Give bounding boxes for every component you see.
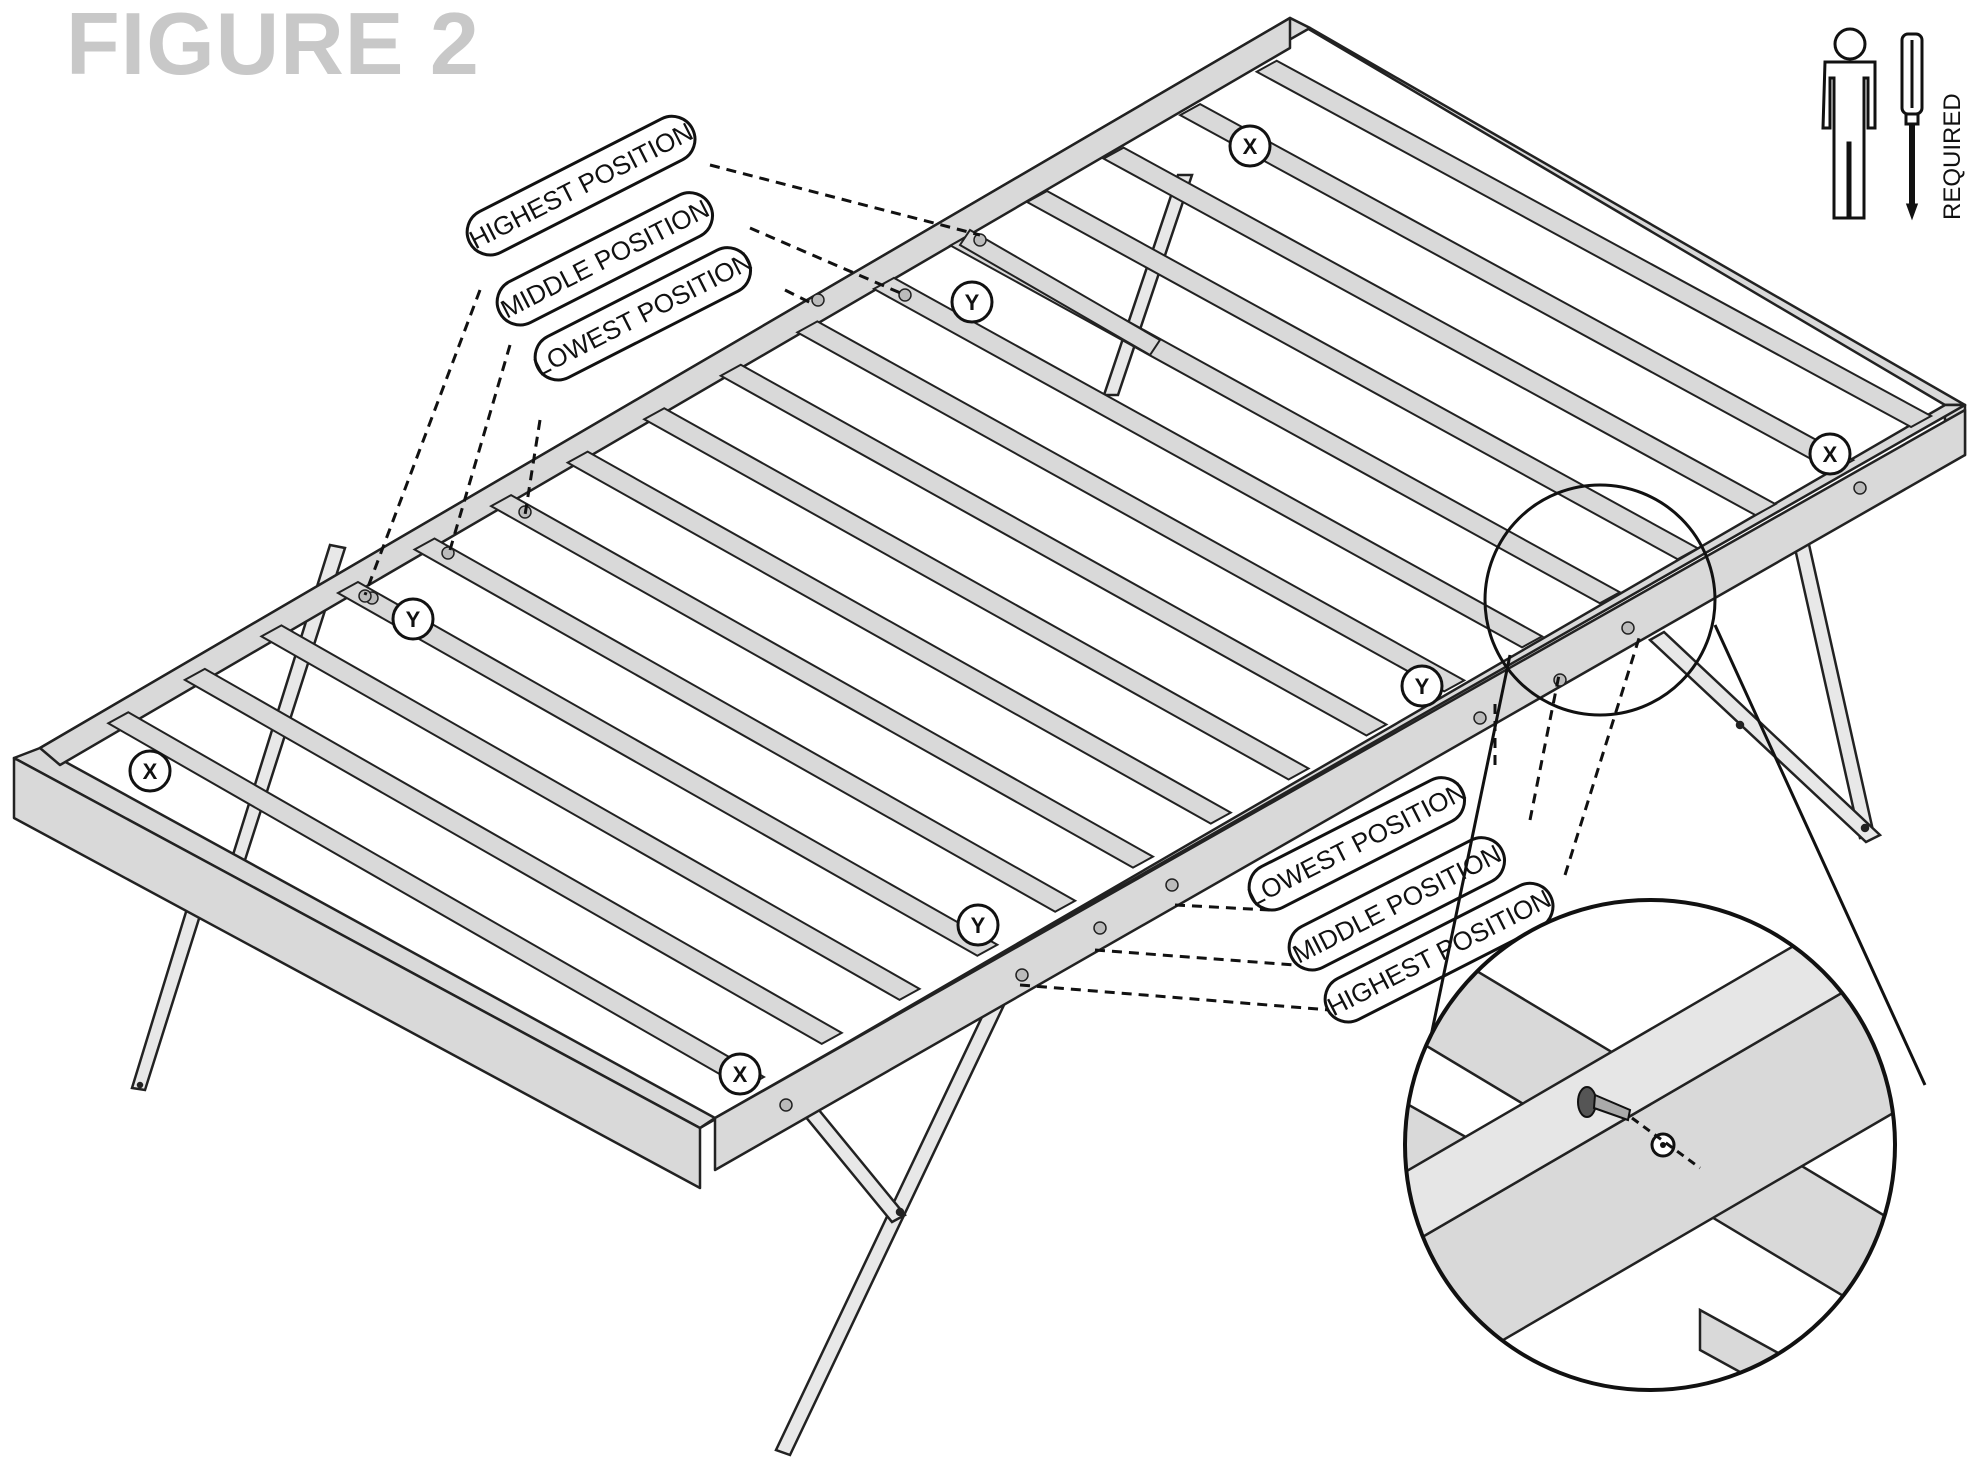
- svg-text:X: X: [733, 1062, 748, 1087]
- zoom-callout: [1403, 483, 1927, 1392]
- slat: [106, 711, 766, 1090]
- bolt-icon: [441, 546, 455, 560]
- svg-text:Y: Y: [965, 290, 980, 315]
- screwdriver-icon: [1900, 32, 1924, 221]
- svg-text:X: X: [1823, 442, 1838, 467]
- slat: [1024, 189, 1700, 561]
- bolt-icon: [1853, 481, 1867, 495]
- slat: [259, 624, 922, 1001]
- bolt-icon: [779, 1098, 793, 1112]
- bolt-icon: [1015, 968, 1029, 982]
- slat: [1178, 103, 1856, 473]
- svg-text:Y: Y: [406, 607, 421, 632]
- leader-lines: [363, 163, 1642, 1012]
- required-tools: REQUIRED: [1821, 27, 1966, 221]
- slat: [489, 493, 1156, 869]
- svg-text:X: X: [143, 759, 158, 784]
- person-icon: [1821, 27, 1877, 220]
- center-support: [958, 228, 1162, 357]
- slat: [718, 363, 1389, 737]
- marker-y-3: Y: [1400, 664, 1444, 708]
- bed-frame: [12, 16, 1967, 1190]
- bolt-icon: [973, 233, 987, 247]
- svg-text:X: X: [1243, 134, 1258, 159]
- marker-x-4: X: [718, 1052, 762, 1096]
- bed-slats: [106, 59, 1934, 1090]
- svg-text:Y: Y: [1415, 674, 1430, 699]
- marker-x-1: X: [1228, 124, 1272, 168]
- marker-y-2: Y: [391, 597, 435, 641]
- marker-y-1: Y: [950, 280, 994, 324]
- bolt-icon: [811, 293, 825, 307]
- bolt-icon: [1473, 711, 1487, 725]
- slat: [182, 667, 844, 1046]
- bolt-icon: [1093, 921, 1107, 935]
- svg-text:Y: Y: [971, 913, 986, 938]
- bolt-icon: [898, 288, 912, 302]
- marker-x-2: X: [1808, 432, 1852, 476]
- bolt-icon: [1621, 621, 1635, 635]
- marker-y-4: Y: [956, 903, 1000, 947]
- markers: X X X X Y Y Y Y: [128, 124, 1852, 1096]
- slat: [1101, 146, 1778, 517]
- slat: [1254, 59, 1934, 429]
- bolt-icon: [358, 589, 372, 603]
- hinge-bolts: [358, 233, 1867, 1112]
- bolt-icon: [1165, 878, 1179, 892]
- slat: [335, 580, 1000, 957]
- upper-position-labels: HIGHEST POSITION MIDDLE POSITION LOWEST …: [464, 114, 757, 382]
- slat: [795, 320, 1467, 693]
- figure-title: FIGURE 2: [66, 0, 480, 93]
- slat: [642, 407, 1311, 781]
- zoom-bolt-icon: [1577, 1086, 1701, 1170]
- slat: [565, 450, 1233, 825]
- marker-x-3: X: [128, 749, 172, 793]
- required-label: REQUIRED: [1939, 93, 1966, 220]
- slat: [412, 537, 1078, 913]
- slat: [871, 276, 1545, 649]
